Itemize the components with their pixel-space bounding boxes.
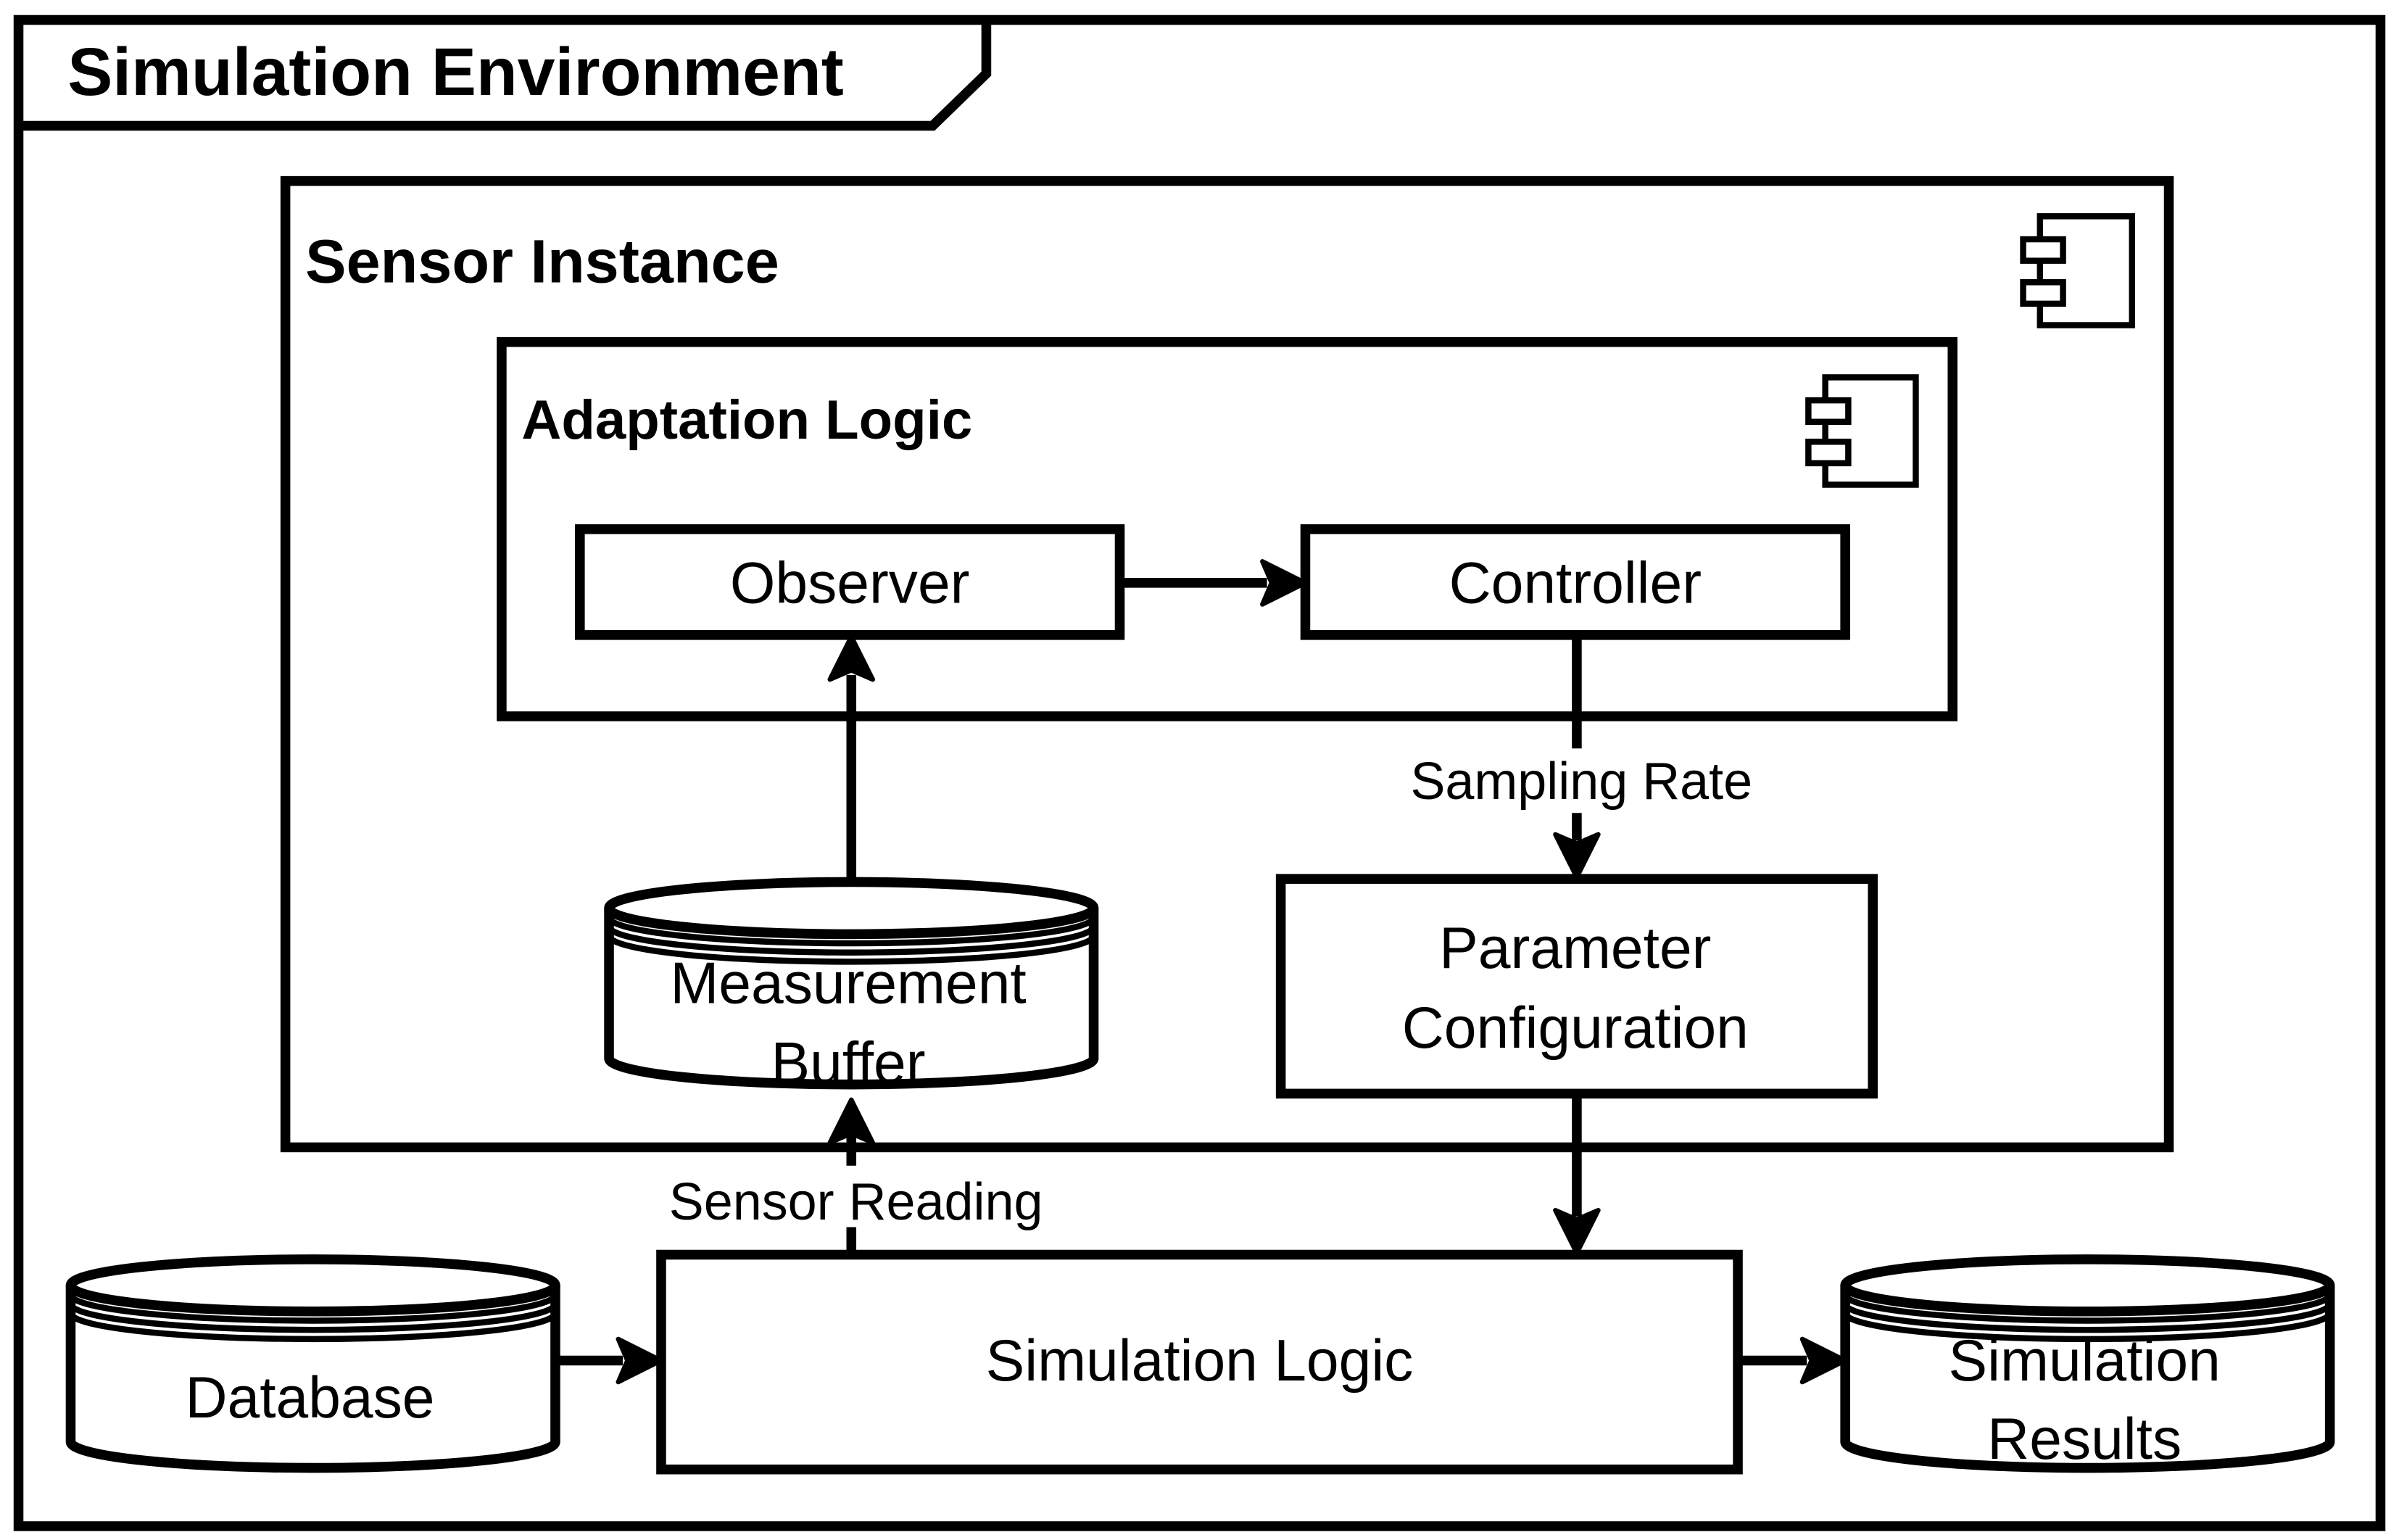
simulation-to-results-arrow [1738,1336,1848,1385]
sensor-reading-arrow: Sensor Reading [637,1097,1074,1255]
observer-label: Observer [730,550,970,616]
simulation-logic-label: Simulation Logic [986,1328,1414,1394]
simulation-results-database: Simulation Results [1840,1254,2335,1473]
buffer-to-observer-arrow [827,634,876,882]
sampling-rate-arrow: Sampling Rate [1380,634,1773,880]
observer-box: Observer [575,524,1125,640]
controller-label: Controller [1449,550,1702,616]
sensor-instance-title: Sensor Instance [305,226,779,295]
database-label: Database [185,1365,434,1431]
sensor-reading-label: Sensor Reading [669,1173,1043,1231]
parameter-configuration-label-line1: Parameter [1439,916,1711,981]
controller-box: Controller [1300,524,1850,640]
sampling-rate-label: Sampling Rate [1410,753,1752,811]
component-icon [2020,213,2135,328]
simulation-environment-title: Simulation Environment [67,34,844,109]
parameter-configuration-label-line2: Configuration [1402,995,1749,1061]
measurement-buffer-label-line1: Measurement [670,951,1026,1017]
observer-to-controller-arrow [1119,559,1308,607]
measurement-buffer-database: Measurement Buffer [604,877,1099,1096]
component-icon [1805,374,1919,488]
simulation-results-label-line2: Results [1987,1407,2182,1472]
parameter-configuration-box: Parameter Configuration [1275,874,1878,1099]
measurement-buffer-label-line2: Buffer [771,1031,926,1096]
database-to-simulation-arrow [555,1336,664,1385]
adaptation-logic-title: Adaptation Logic [521,389,972,451]
database-database: Database [65,1254,560,1473]
parameter-to-simulation-arrow [1553,1093,1601,1256]
simulation-results-label-line1: Simulation [1949,1328,2221,1394]
simulation-logic-box: Simulation Logic [656,1249,1743,1475]
